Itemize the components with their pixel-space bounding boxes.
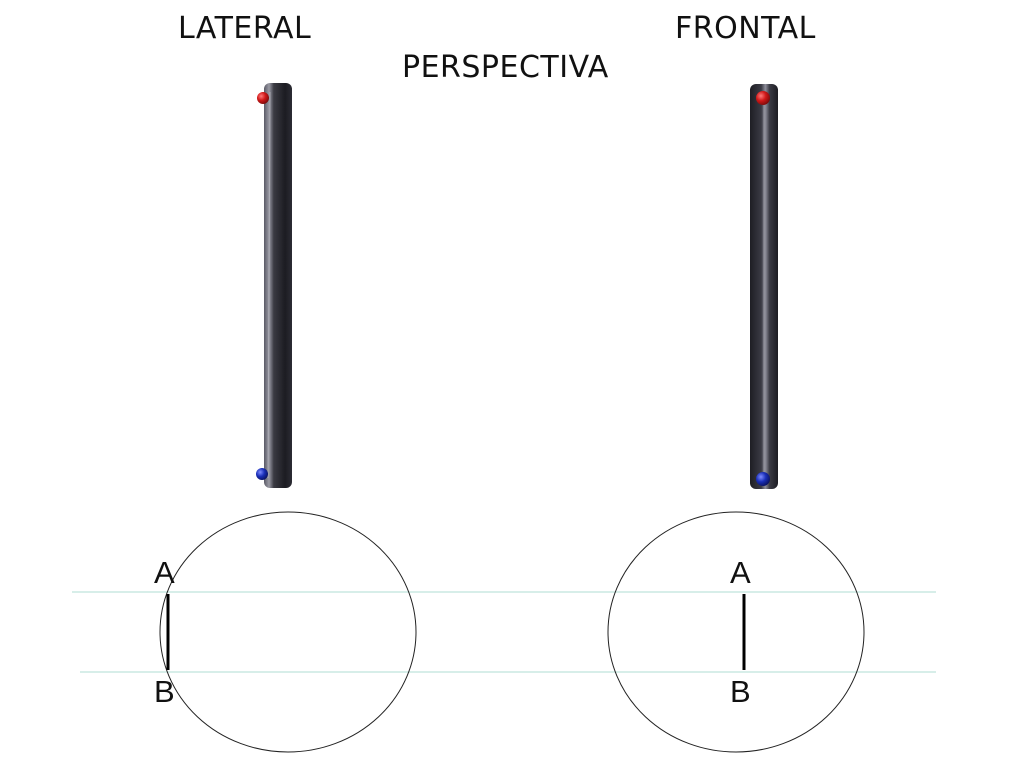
frontal-projection-circle — [607, 511, 865, 753]
frontal-view-title: FRONTAL — [675, 11, 816, 46]
frontal-rod-body — [750, 84, 778, 489]
frontal-label-b: B — [730, 674, 751, 709]
frontal-point-a-marker — [756, 91, 770, 105]
lateral-projection-circle — [159, 511, 417, 753]
lateral-point-a-marker — [257, 92, 269, 104]
frontal-label-a: A — [730, 555, 751, 590]
lateral-view-title: LATERAL — [178, 11, 312, 46]
lateral-label-a: A — [154, 555, 175, 590]
frontal-rod — [750, 84, 778, 489]
lateral-point-b-marker — [256, 468, 268, 480]
lateral-rod — [256, 83, 292, 488]
lateral-label-b: B — [154, 674, 175, 709]
lateral-rod-body — [264, 83, 292, 488]
perspective-view-title: PERSPECTIVA — [402, 50, 609, 85]
frontal-point-b-marker — [756, 472, 770, 486]
lateral-rod-highlight — [267, 91, 271, 479]
